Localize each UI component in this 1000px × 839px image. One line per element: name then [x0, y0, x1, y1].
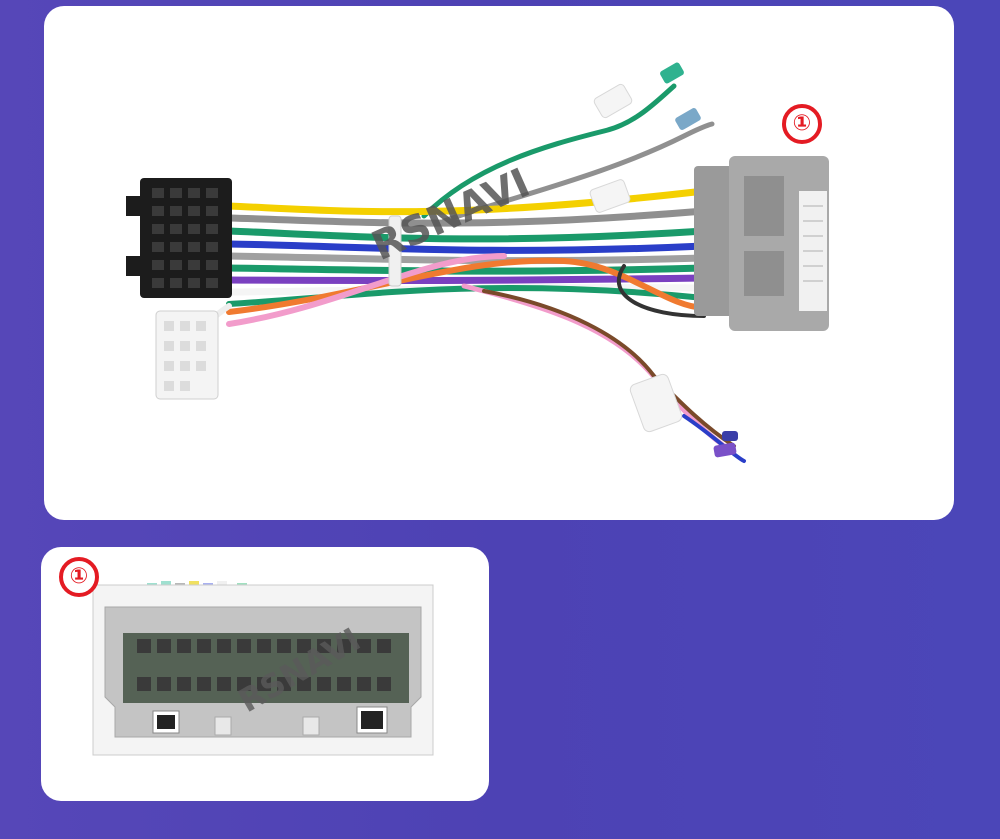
harness-photo-panel: ① RSNAVI: [44, 6, 954, 520]
grey-connector: [694, 156, 829, 331]
wiring-harness-illustration: [126, 62, 829, 463]
connector-closeup-illustration: [92, 581, 434, 756]
callout-number-badge: ①: [782, 104, 822, 144]
white-connector: [155, 310, 219, 400]
black-connector: [126, 178, 232, 298]
callout-number-badge: ①: [59, 557, 99, 597]
connector-closeup-panel: ① RSNAVI: [41, 547, 489, 801]
